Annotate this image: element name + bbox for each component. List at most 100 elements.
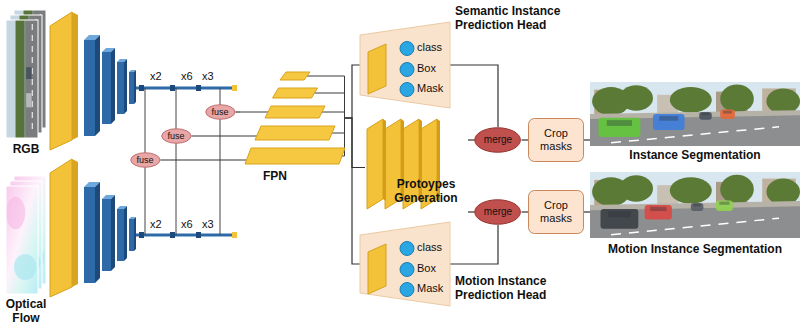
tree <box>619 85 653 111</box>
photo-trees <box>16 20 25 138</box>
connector <box>345 65 360 118</box>
prototype-slab-side <box>383 119 386 201</box>
car <box>26 93 31 107</box>
encoder <box>50 159 237 297</box>
fpn-level <box>273 88 318 98</box>
conv-slab <box>50 12 72 150</box>
ellipse-shape <box>205 105 234 120</box>
connector <box>160 159 240 160</box>
stage-cube <box>196 85 201 91</box>
connector <box>191 135 240 136</box>
input-image-shape <box>6 10 46 138</box>
output-image: Motion Instance Segmentation <box>590 172 800 238</box>
photo-sky <box>6 20 16 138</box>
fpn-wire <box>314 93 345 94</box>
fpn-level <box>245 148 345 164</box>
tree <box>766 179 800 205</box>
input-image-shape <box>6 176 46 294</box>
car-window <box>723 111 732 114</box>
block-title: Protoypes Generation <box>383 177 469 206</box>
repeat-count: x6 <box>181 70 193 83</box>
output-label: class <box>417 41 449 54</box>
encoder-block <box>84 40 95 136</box>
conv-slab <box>368 44 386 94</box>
input-image: Optical Flow <box>6 176 46 294</box>
output-label: Mask <box>417 82 449 95</box>
encoder-block-side <box>134 70 136 104</box>
output-image-shape <box>590 82 800 146</box>
fpn-wire <box>344 76 345 156</box>
photo-ground <box>6 20 38 138</box>
car-window <box>719 202 729 205</box>
merge-node: merge <box>474 199 521 225</box>
repeat-count: x2 <box>150 70 162 83</box>
head-panel <box>360 22 450 108</box>
node-label: Crop masks <box>533 199 579 225</box>
fpn-wire <box>331 133 345 134</box>
car-mask <box>716 200 733 211</box>
sky <box>590 82 800 146</box>
car-window <box>607 120 632 126</box>
head-title: Semantic Instance Prediction Head <box>455 4 575 33</box>
output-image-shape <box>590 172 800 238</box>
repeat-count: x3 <box>202 218 214 231</box>
output-label: Box <box>417 62 449 75</box>
head-title: Motion Instance Prediction Head <box>455 274 575 303</box>
repeat-count: x2 <box>150 218 162 231</box>
connector <box>584 211 590 212</box>
input-image: RGB <box>6 10 46 138</box>
stage-end <box>232 85 237 91</box>
stage-cube <box>170 85 175 91</box>
stage-path <box>136 87 236 90</box>
fuse-node: fuse <box>205 104 236 120</box>
car-mask <box>601 209 639 229</box>
lane-mark <box>32 24 33 134</box>
output-circle <box>400 242 414 256</box>
prediction-head: Semantic Instance Prediction HeadclassBo… <box>360 22 450 108</box>
tree <box>766 88 800 114</box>
output-label: class <box>417 241 449 254</box>
tree <box>619 175 653 201</box>
encoder-block-side <box>95 35 100 136</box>
conv-slab <box>368 244 386 294</box>
fpn-level <box>265 106 325 118</box>
sky <box>590 172 800 238</box>
connector <box>584 139 590 140</box>
car-mask <box>653 114 685 130</box>
connector <box>468 139 474 140</box>
photo-frame <box>6 20 38 138</box>
encoder-block <box>102 52 111 124</box>
connector <box>235 111 240 112</box>
connector <box>450 225 498 264</box>
connector <box>522 139 528 140</box>
car-window <box>693 204 701 206</box>
prediction-head: Motion Instance Prediction HeadclassBoxM… <box>360 222 450 306</box>
output-label: Mask <box>417 282 449 295</box>
car-mask <box>598 118 640 137</box>
fpn-pyramid-shape <box>240 68 345 168</box>
car-window <box>608 211 631 217</box>
merge-node: merge <box>474 127 521 153</box>
road <box>590 115 800 146</box>
fpn-level <box>280 72 310 80</box>
fpn-wire <box>306 76 345 77</box>
car-mask <box>699 112 712 120</box>
flow-blob <box>14 254 36 280</box>
encoder <box>50 12 237 150</box>
crop-shape <box>529 119 584 162</box>
output-label: Box <box>417 262 449 275</box>
fusion-wire <box>176 88 177 235</box>
image-caption: Instance Segmentation <box>590 148 800 162</box>
connector <box>450 65 498 127</box>
head-panel <box>360 222 450 306</box>
prediction-head-shape <box>360 22 450 108</box>
car-window <box>659 116 678 121</box>
output-circle <box>400 42 414 56</box>
road <box>590 206 800 238</box>
encoder-block-side <box>124 59 127 114</box>
node-label: merge <box>484 134 512 146</box>
repeat-count: x3 <box>202 70 214 83</box>
crop-shape <box>529 191 584 234</box>
fuse-node: fuse <box>161 128 192 144</box>
encoder-block-side <box>111 48 115 124</box>
